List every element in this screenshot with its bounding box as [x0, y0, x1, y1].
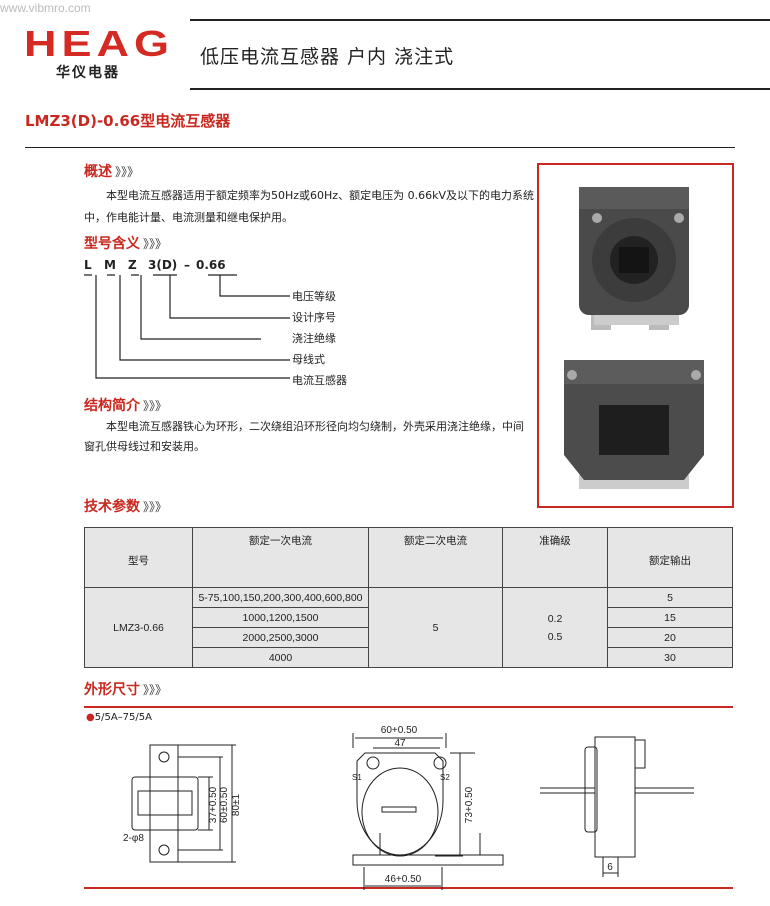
dim-w47: 47	[394, 738, 406, 749]
label-ct: 电流互感器	[292, 374, 347, 387]
params-table: 型号 额定一次电流 额定二次电流 准确级 额定输出 LMZ3-0.66 5-75…	[84, 527, 733, 668]
dim-80: 80±1	[231, 793, 242, 816]
transformer-photo	[564, 187, 704, 489]
dim-h73: 73+0.50	[464, 786, 475, 823]
divider	[25, 147, 735, 148]
model-meaning-heading: 型号含义》》》	[84, 236, 168, 252]
col-secondary: 额定二次电流	[368, 527, 503, 588]
overview-heading: 概述》》》	[84, 164, 140, 180]
accuracy-value: 0.5	[547, 630, 563, 643]
terminal-s2: S2	[440, 773, 450, 782]
structure-text: 本型电流互感器铁心为环形，二次绕组沿环形径向均匀绕制，外壳采用浇注绝缘，中间窗孔…	[84, 420, 524, 453]
table-row: 4000 30	[85, 647, 733, 668]
terminal-s1: S1	[352, 773, 362, 782]
logo: HEAG	[24, 23, 175, 64]
label-voltage-class: 电压等级	[292, 290, 336, 303]
dim-w46: 46+0.50	[385, 874, 422, 885]
cell-output: 15	[607, 607, 733, 628]
product-photo	[537, 163, 734, 508]
dim-60: 60±0.50	[219, 787, 230, 824]
label-design-no: 设计序号	[292, 311, 336, 324]
code-m: M	[104, 258, 116, 272]
label-cast-insulation: 浇注绝缘	[292, 332, 336, 345]
cell-primary: 1000,1200,1500	[192, 607, 369, 628]
cell-primary: 5-75,100,150,200,300,400,600,800	[192, 587, 369, 608]
divider	[190, 19, 770, 21]
col-model: 型号	[84, 527, 193, 588]
structure-heading: 结构简介》》》	[84, 398, 168, 414]
range-label: ●5/5A–75/5A	[86, 712, 152, 723]
cell-output: 30	[607, 647, 733, 668]
divider	[84, 887, 733, 889]
code-z: Z	[128, 258, 137, 272]
model-title: LMZ3(D)-0.66型电流互感器	[25, 112, 231, 130]
label-busbar: 母线式	[292, 353, 325, 366]
col-accuracy: 准确级	[502, 527, 608, 588]
params-heading: 技术参数》》》	[84, 499, 168, 515]
accuracy-value: 0.2	[547, 612, 563, 625]
code-l: L	[84, 258, 92, 272]
table-row: LMZ3-0.66 5-75,100,150,200,300,400,600,8…	[84, 587, 733, 668]
table-header-row: 型号 额定一次电流 额定二次电流 准确级 额定输出	[84, 527, 733, 588]
dimension-drawings: 37+0.50 60±0.50 80±1 2-φ8 60+0.50 47 73+…	[123, 725, 694, 890]
col-output: 额定输出	[607, 527, 733, 588]
cell-secondary: 5	[368, 587, 503, 668]
cell-output: 20	[607, 627, 733, 648]
cell-primary: 2000,2500,3000	[192, 627, 369, 648]
dim-holes: 2-φ8	[123, 833, 144, 844]
model-meaning-lines	[84, 274, 290, 379]
dim-w60: 60+0.50	[381, 725, 418, 736]
divider	[84, 706, 733, 708]
cell-primary: 4000	[192, 647, 369, 668]
table-row: 2000,2500,3000 20	[85, 627, 733, 648]
page-title: 低压电流互感器 户内 浇注式	[200, 46, 455, 68]
code-dash: –	[184, 258, 190, 272]
cell-model: LMZ3-0.66	[84, 587, 193, 668]
overview-text: 本型电流互感器适用于额定频率为50Hz或60Hz、额定电压为 0.66kV及以下…	[84, 189, 534, 224]
code-3d: 3(D)	[148, 258, 178, 272]
dim-w6: 6	[607, 862, 613, 873]
logo-cn: 华仪电器	[56, 65, 120, 81]
dim-37: 37+0.50	[208, 786, 219, 823]
dimensions-heading: 外形尺寸》》》	[84, 682, 168, 698]
watermark: www.vibmro.com	[0, 1, 91, 15]
code-voltage: 0.66	[196, 258, 226, 272]
cell-output: 5	[607, 587, 733, 608]
divider	[190, 88, 770, 90]
table-row: 1000,1200,1500 15	[85, 607, 733, 628]
col-primary: 额定一次电流	[192, 527, 369, 588]
